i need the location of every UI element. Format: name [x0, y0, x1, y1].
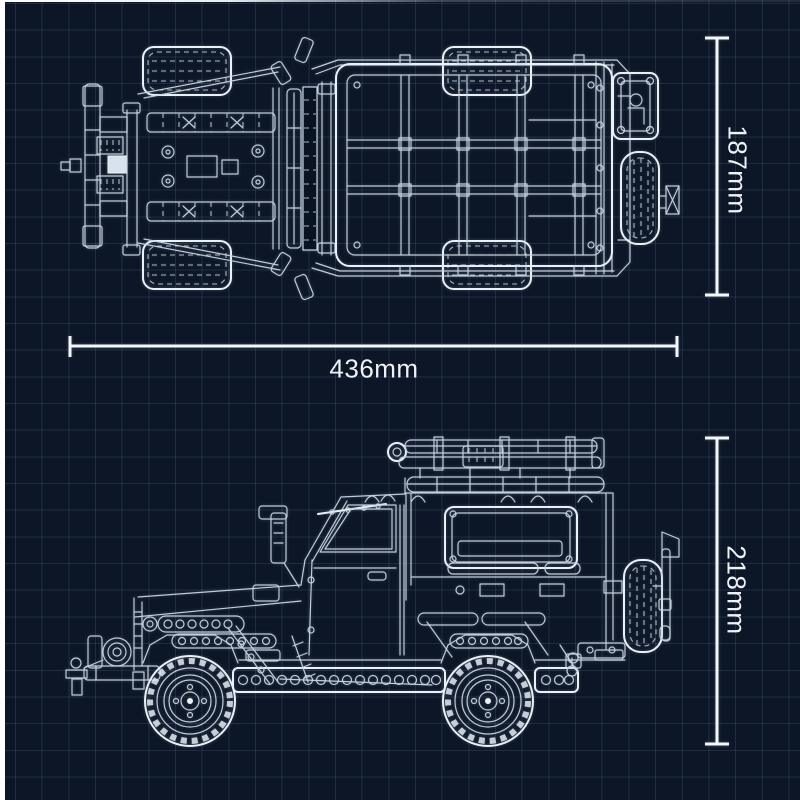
- wheel-arches-side: [142, 634, 536, 664]
- front-wheel-side: [145, 656, 235, 746]
- front-bumper-winch-top: [60, 83, 128, 249]
- roof-rack-top: [335, 54, 613, 276]
- top-view-height-dimension: [705, 36, 729, 297]
- windshield-mirrors-top: [270, 36, 336, 301]
- spare-tire-side: [623, 531, 680, 653]
- top-view-width-dimension: [68, 336, 679, 357]
- page-edge-left: [0, 0, 5, 800]
- top-view-width-label: 436mm: [329, 353, 419, 384]
- top-view-blueprint: [60, 36, 680, 301]
- cab-side: [258, 493, 406, 656]
- camper-box-side: [238, 476, 626, 661]
- jerry-can-top: [612, 72, 659, 140]
- side-view-height-label: 218mm: [721, 545, 752, 635]
- roof-rack-side: [387, 436, 605, 479]
- page-edge-top: [0, 0, 800, 2]
- rear-wheel-side: [443, 656, 533, 746]
- hood-side: [133, 584, 302, 671]
- rear-bumper-side: [565, 642, 626, 677]
- winch-bumper-side: [65, 635, 161, 696]
- chassis-rail-side: [232, 667, 579, 693]
- dimension-lines: [68, 36, 729, 746]
- side-view-height-dimension: [705, 436, 729, 746]
- suspension-side: [227, 612, 579, 686]
- top-view-height-label: 187mm: [722, 125, 753, 215]
- side-view-blueprint: [65, 436, 680, 746]
- spare-tire-top: [620, 151, 680, 245]
- hood-engine-top: [122, 66, 281, 271]
